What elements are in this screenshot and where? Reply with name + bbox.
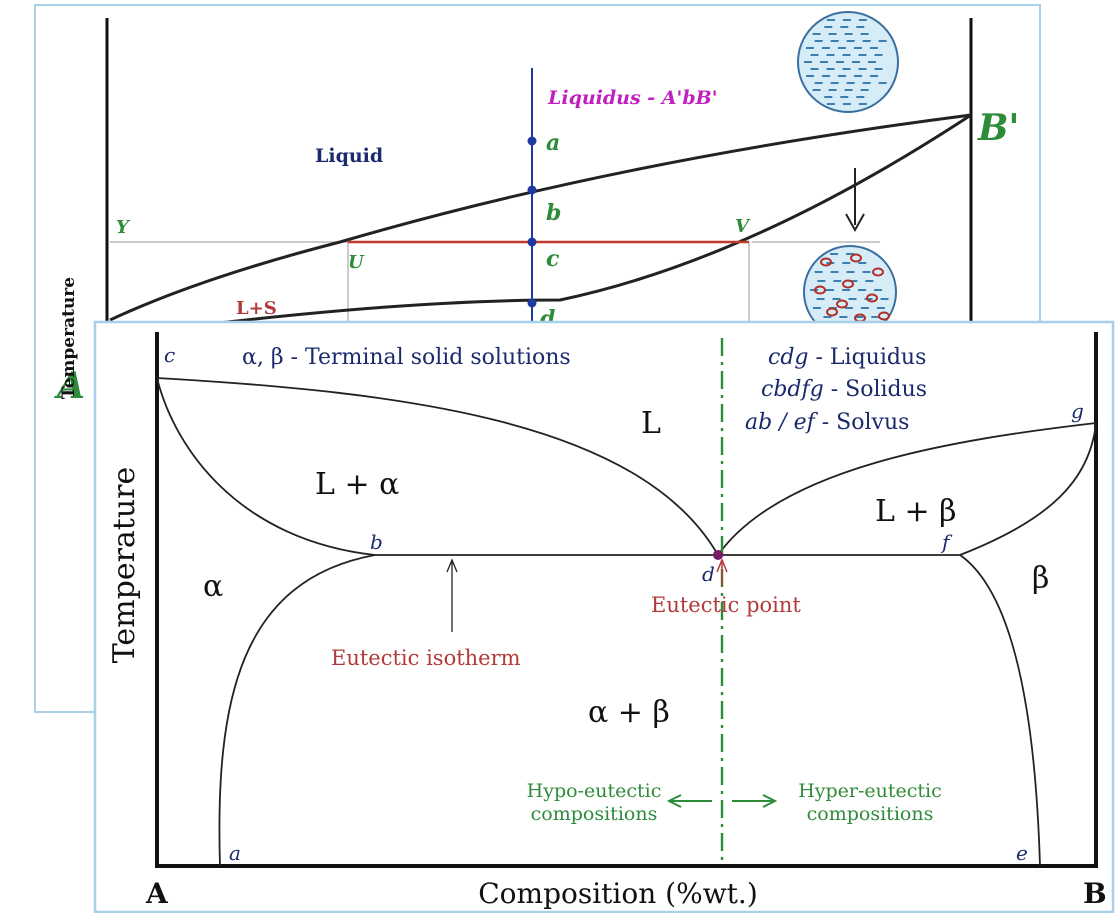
back-ls-label: L+S (236, 298, 277, 319)
legend-solvus-text: - Solvus (815, 410, 910, 435)
terminal-solutions-label: α, β - Terminal solid solutions (242, 345, 571, 370)
eutectic-isotherm-label: Eutectic isotherm (331, 646, 521, 670)
hypo-eutectic-label-line2: compositions (531, 803, 658, 825)
back-tie-u-label: U (348, 252, 365, 273)
back-point-b-marker (527, 185, 537, 195)
legend-solidus-key: cbdfg (761, 377, 824, 402)
legend-solidus-text: - Solidus (824, 377, 927, 402)
legend-liquidus-key: cdg (768, 345, 809, 370)
liquid-microstructure-icon (797, 11, 899, 113)
back-point-a-label: a (546, 130, 560, 156)
back-liquidus-label: Liquidus - A'bB' (547, 87, 718, 109)
back-solidus-curve (159, 113, 972, 332)
front-point-d-label: d (702, 562, 715, 586)
solvus-curve-ef (959, 554, 1041, 867)
front-point-g-label: g (1071, 399, 1084, 423)
hyper-eutectic-label-line2: compositions (807, 803, 934, 825)
region-l-beta-label: L + β (875, 494, 956, 529)
legend-solidus: cbdfg - Solidus (761, 377, 927, 402)
front-diagram: α, β - Terminal solid solutions cdg - Li… (93, 320, 1115, 913)
region-l-alpha-label: L + α (315, 467, 399, 502)
back-point-b-label: b (546, 200, 561, 226)
region-alpha-beta-label: α + β (588, 695, 670, 730)
back-corner-b-prime-label: B' (977, 107, 1019, 149)
region-beta-label: β (1032, 561, 1049, 596)
back-tie-y-label: Y (116, 217, 131, 238)
front-point-b-label: b (370, 530, 383, 554)
region-liquid-label: L (641, 406, 661, 441)
back-corner-a-label: A (54, 365, 85, 407)
legend-liquidus: cdg - Liquidus (768, 345, 926, 370)
cooling-arrow-icon (845, 168, 865, 233)
front-y-axis-label: Temperature (107, 467, 142, 664)
back-y-axis-label: Temperature (59, 277, 79, 399)
front-corner-b-label: B (1083, 877, 1107, 910)
front-point-c-label: c (164, 343, 175, 367)
region-alpha-label: α (203, 569, 223, 604)
back-liquid-label: Liquid (315, 145, 383, 167)
eutectic-point-label: Eutectic point (651, 593, 801, 617)
hypo-eutectic-arrow-icon (666, 794, 712, 808)
front-x-axis-label: Composition (%wt.) (478, 877, 758, 910)
solvus-curve-ab (218, 554, 376, 867)
front-point-a-label: a (229, 841, 241, 865)
back-point-a-marker (527, 136, 537, 146)
hyper-eutectic-label-line1: Hyper-eutectic (798, 780, 942, 802)
back-point-d-marker (527, 298, 537, 308)
back-point-c-label: c (546, 246, 560, 272)
back-liquidus-curve (109, 113, 972, 322)
front-point-e-label: e (1016, 841, 1028, 865)
hyper-eutectic-arrow-icon (732, 794, 778, 808)
front-panel (93, 320, 1115, 913)
legend-solvus: ab / ef - Solvus (745, 410, 909, 435)
liquidus-curve-cd (156, 377, 719, 556)
eutectic-point-marker (713, 550, 723, 560)
eutectic-point-arrow-icon (716, 558, 728, 586)
liquidus-curve-dg (717, 422, 1097, 556)
back-tie-v-label: V (735, 216, 751, 237)
solidus-curve-cb (156, 377, 376, 556)
solidifying-microstructure-icon (803, 245, 897, 339)
front-corner-a-label: A (145, 877, 169, 910)
eutectic-isotherm-arrow-icon (446, 558, 458, 632)
legend-liquidus-text: - Liquidus (809, 345, 927, 370)
hypo-eutectic-label-line1: Hypo-eutectic (527, 780, 662, 802)
solidus-curve-fg (959, 422, 1097, 556)
legend-solvus-key: ab / ef (745, 410, 819, 435)
back-point-c-marker (527, 237, 537, 247)
